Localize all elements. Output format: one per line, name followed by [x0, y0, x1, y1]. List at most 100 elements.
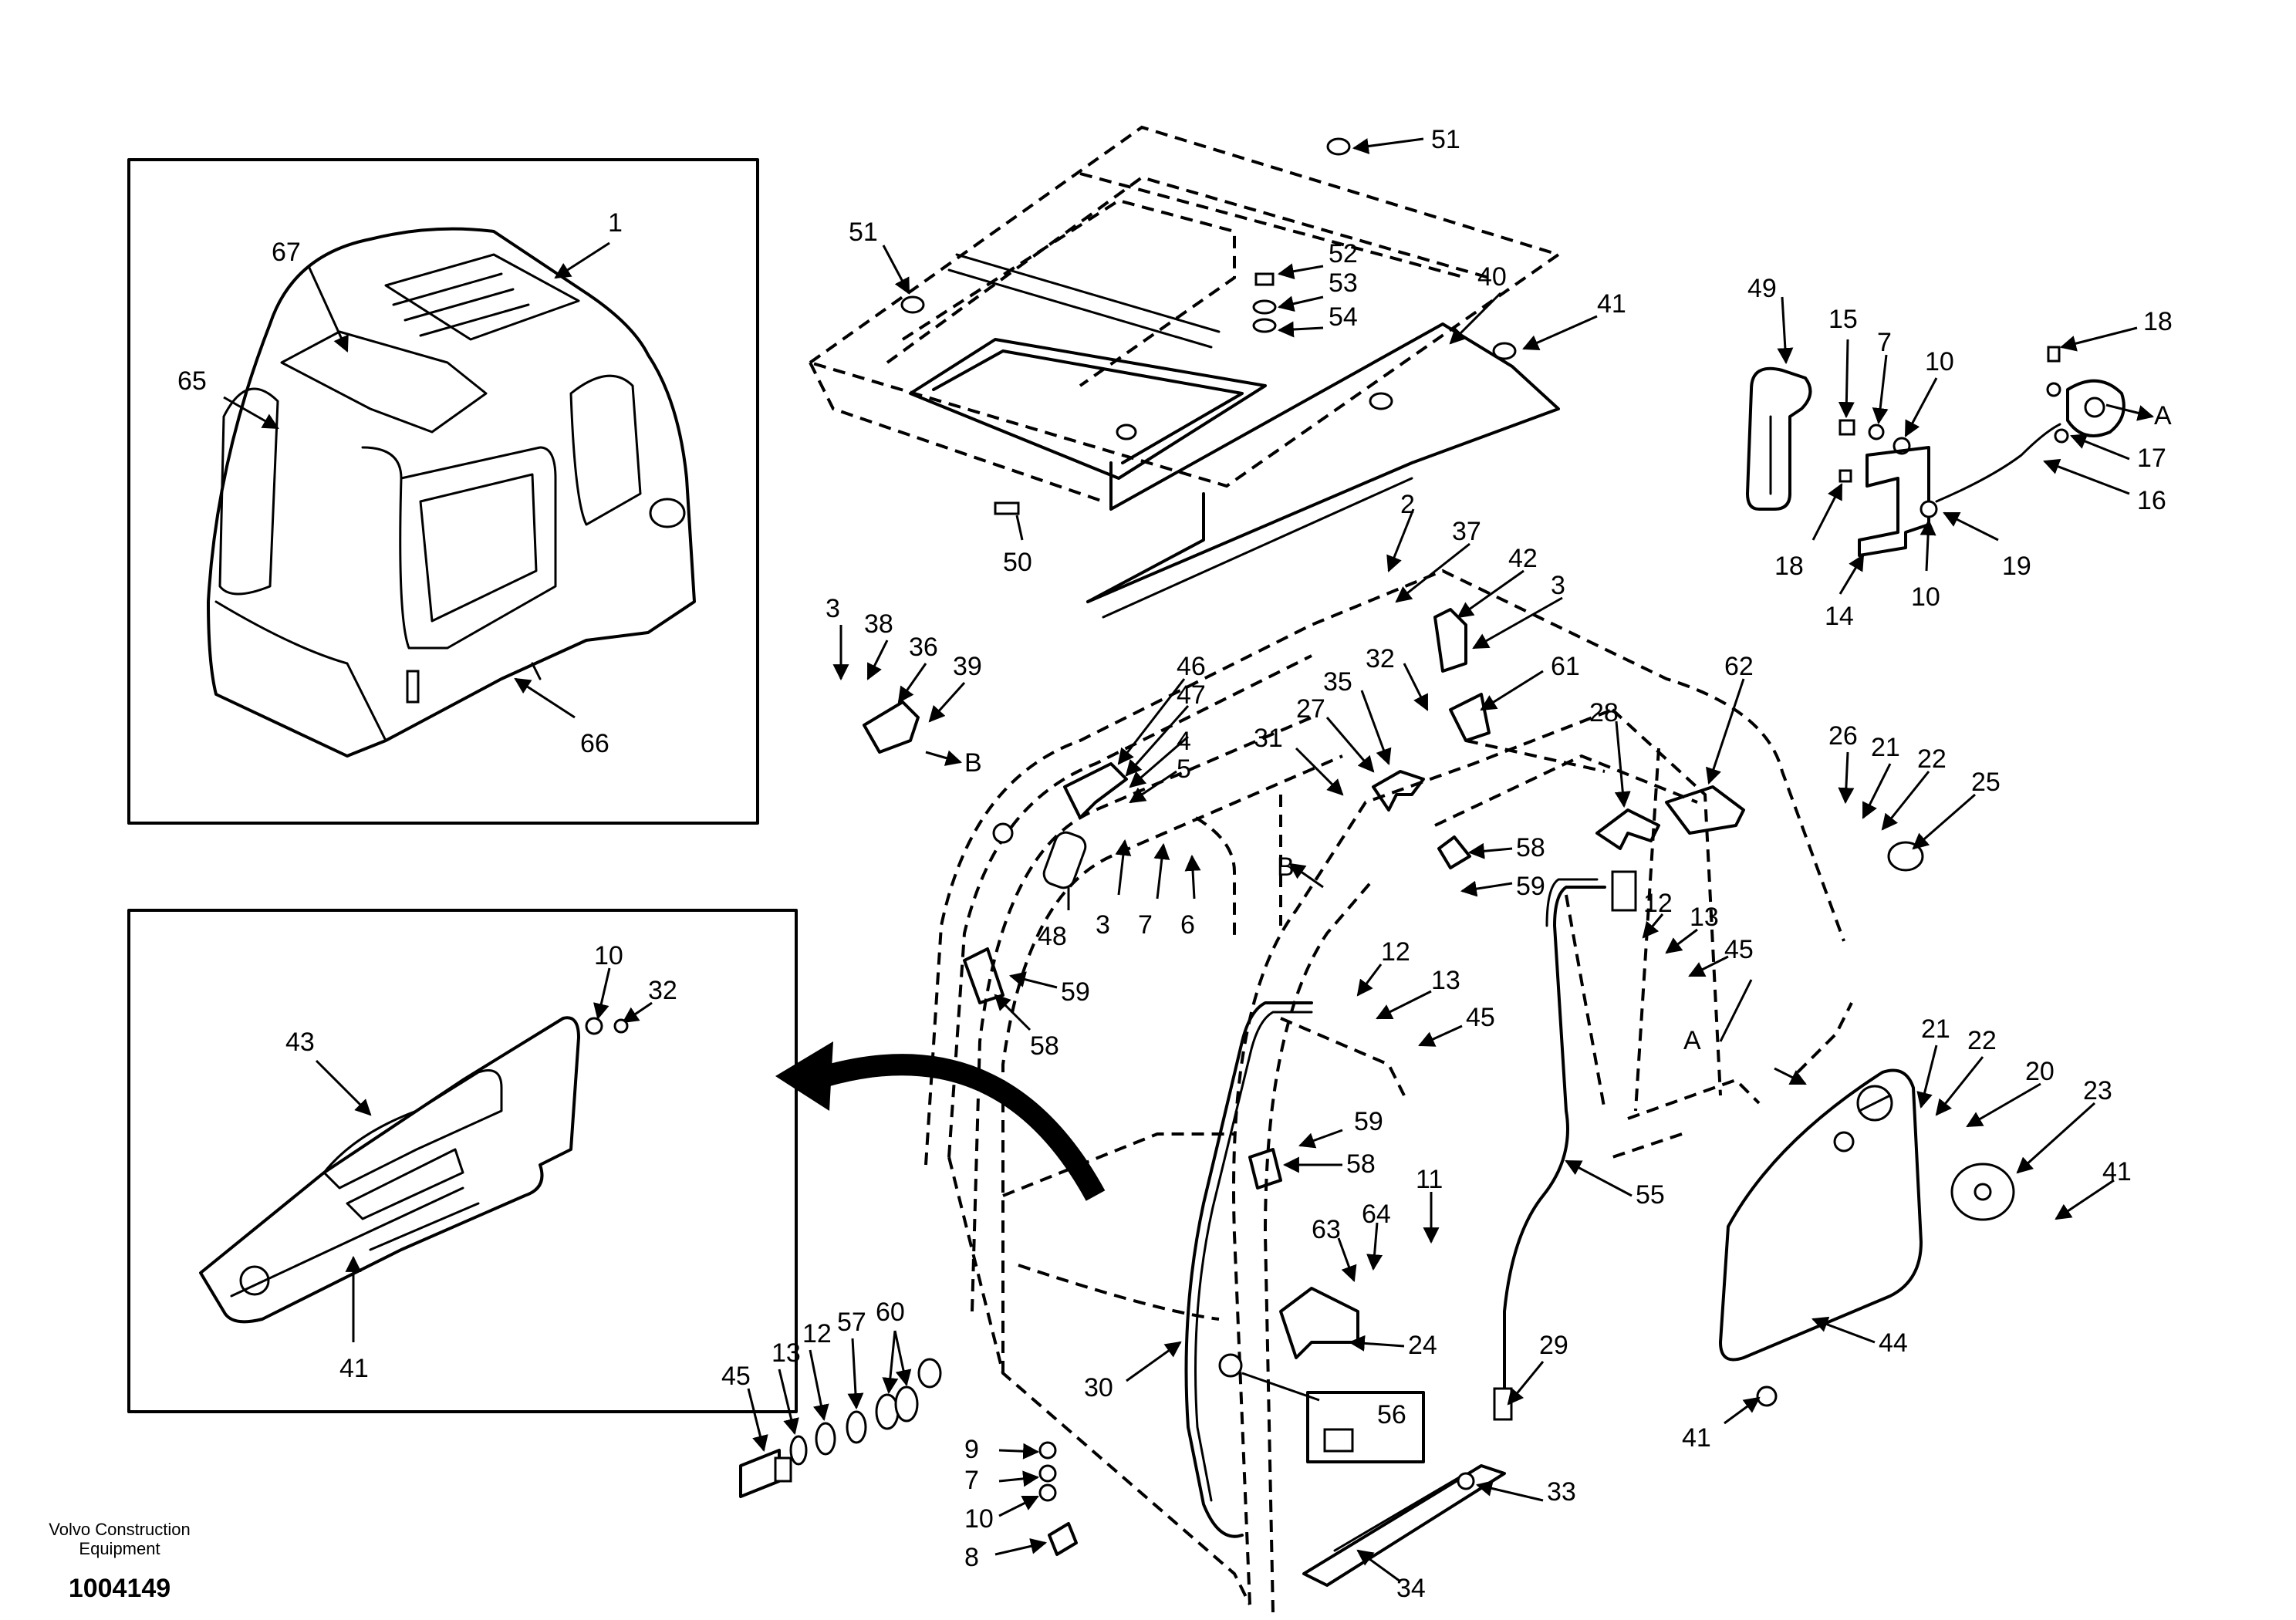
callout-45-bottom: 45: [721, 1362, 751, 1391]
callout-19: 19: [2002, 552, 2031, 581]
callout-59-lower: 59: [1354, 1107, 1383, 1136]
callout-38: 38: [864, 609, 893, 639]
callout-35: 35: [1323, 667, 1352, 697]
callout-67: 67: [272, 238, 301, 267]
callout-51-left: 51: [849, 218, 878, 247]
callout-12-mid: 12: [1381, 937, 1410, 967]
callout-32-handle: 32: [648, 976, 677, 1005]
callout-43: 43: [285, 1028, 315, 1057]
callout-58-lower: 58: [1346, 1149, 1376, 1179]
callout-3-roof: 3: [1551, 571, 1565, 600]
callout-22-panel: 22: [1967, 1026, 1997, 1055]
curved-arrow-head: [775, 1041, 833, 1111]
callout-41-panel: 41: [2102, 1157, 2132, 1186]
callout-37: 37: [1452, 517, 1481, 546]
callout-1: 1: [608, 208, 623, 238]
ref-b-hinge: B: [964, 748, 982, 778]
callout-7-lock: 7: [1877, 328, 1892, 357]
callout-15: 15: [1828, 305, 1858, 334]
callout-6: 6: [1180, 910, 1195, 940]
callout-52: 52: [1329, 239, 1358, 268]
callout-17: 17: [2137, 444, 2166, 473]
callout-11: 11: [1416, 1165, 1443, 1194]
callout-13-mid: 13: [1431, 966, 1460, 995]
callout-24: 24: [1408, 1331, 1437, 1360]
callout-64: 64: [1362, 1200, 1391, 1229]
callout-65: 65: [177, 366, 207, 396]
callout-5: 5: [1177, 754, 1191, 784]
callout-30: 30: [1084, 1373, 1113, 1402]
callout-66: 66: [580, 729, 609, 758]
callout-62: 62: [1724, 652, 1754, 681]
inset-frame-cab: [127, 158, 759, 825]
callout-23: 23: [2083, 1076, 2112, 1105]
callout-29: 29: [1539, 1331, 1568, 1360]
callout-63: 63: [1312, 1215, 1341, 1244]
ref-b-door: B: [1277, 852, 1295, 882]
callout-50: 50: [1003, 548, 1032, 577]
callout-47: 47: [1177, 680, 1206, 710]
callout-25: 25: [1971, 768, 2001, 797]
callout-56: 56: [1377, 1400, 1406, 1429]
callout-60: 60: [876, 1298, 905, 1327]
callout-20: 20: [2025, 1057, 2055, 1086]
callout-4: 4: [1177, 727, 1191, 756]
inset-cab-overview: 1 67 65 66: [127, 158, 759, 825]
callout-51-top: 51: [1431, 125, 1460, 154]
callout-3-door: 3: [1096, 910, 1110, 940]
callout-58-upper: 58: [1516, 833, 1545, 862]
callout-22-right: 22: [1917, 744, 1947, 774]
callout-46: 46: [1177, 652, 1206, 681]
callout-41-bottom: 41: [1682, 1423, 1711, 1453]
callout-58-left: 58: [1030, 1031, 1059, 1061]
callout-10-bottom: 10: [964, 1504, 994, 1534]
callout-42: 42: [1508, 544, 1538, 573]
callout-53: 53: [1329, 268, 1358, 298]
callout-12-bottom: 12: [802, 1319, 832, 1348]
inset-door-handle: 10 32 43 41: [127, 909, 798, 1413]
footer-company-line2: Equipment: [79, 1539, 160, 1558]
callout-28: 28: [1589, 698, 1619, 727]
callout-44: 44: [1879, 1328, 1908, 1358]
callout-2: 2: [1400, 490, 1415, 519]
callout-7-door: 7: [1138, 910, 1153, 940]
callout-3-left: 3: [826, 594, 840, 623]
callout-21-panel: 21: [1921, 1014, 1950, 1044]
callout-32-door: 32: [1366, 644, 1395, 673]
callout-21-right: 21: [1871, 733, 1900, 762]
callout-8: 8: [964, 1543, 979, 1572]
callout-10-lock-top: 10: [1925, 347, 1954, 376]
cab-overview-drawing: [207, 227, 696, 758]
callout-7-bottom: 7: [964, 1466, 979, 1495]
callout-45-right: 45: [1724, 935, 1754, 964]
callout-61: 61: [1551, 652, 1580, 681]
callout-13-bottom: 13: [772, 1338, 801, 1368]
door-parts: [739, 608, 2015, 1587]
callout-59-left: 59: [1061, 977, 1090, 1007]
callout-16: 16: [2137, 486, 2166, 515]
callout-33: 33: [1547, 1477, 1576, 1507]
handle-drawing: [199, 1016, 580, 1324]
callout-27: 27: [1296, 694, 1325, 724]
callout-9: 9: [964, 1435, 979, 1464]
inset-frame-handle: [127, 909, 798, 1413]
callout-31: 31: [1254, 724, 1283, 753]
callout-40: 40: [1477, 262, 1507, 292]
curved-arrow: [822, 1054, 1106, 1201]
callout-10-lock-bottom: 10: [1911, 582, 1940, 612]
callout-41-handle: 41: [339, 1354, 369, 1383]
callout-59-upper: 59: [1516, 872, 1545, 901]
ref-a-lock: A: [2154, 401, 2172, 430]
callout-39: 39: [953, 652, 982, 681]
callout-18-top: 18: [2143, 307, 2173, 336]
callout-12-right: 12: [1643, 889, 1673, 918]
callout-55: 55: [1636, 1180, 1665, 1210]
callout-13-right: 13: [1690, 903, 1719, 932]
callout-48: 48: [1038, 922, 1067, 951]
cab-frame: [924, 569, 1853, 1613]
footer-company-line1: Volvo Construction: [49, 1520, 190, 1539]
callout-49: 49: [1747, 274, 1777, 303]
callout-34: 34: [1396, 1574, 1426, 1603]
callout-36: 36: [909, 633, 938, 662]
